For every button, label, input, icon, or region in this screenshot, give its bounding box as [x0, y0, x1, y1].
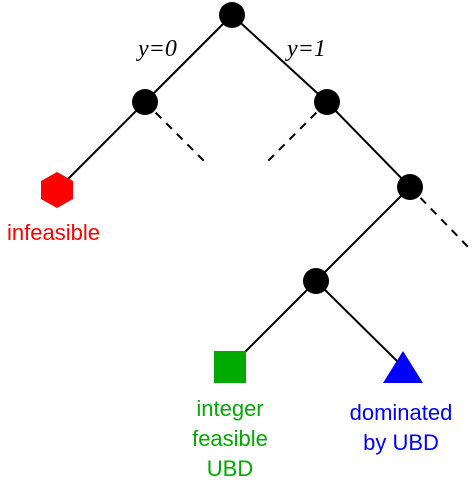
- integer-feasible-label-line-3: UBD: [207, 456, 253, 481]
- integer-feasible-square: [214, 351, 246, 383]
- right-child-node: [397, 174, 423, 200]
- edge-root-left: [144, 14, 233, 103]
- edge-left-unexplored: [144, 101, 209, 166]
- edge-root-right: [231, 14, 328, 103]
- nodes: [132, 2, 423, 294]
- edge-lower-triangle: [315, 280, 404, 368]
- infeasible-hexagon: [41, 172, 73, 208]
- solid-edges: [56, 14, 411, 368]
- lower-node: [303, 268, 329, 294]
- edge-child-unexplored: [409, 186, 472, 251]
- dominated-label: dominated by UBD: [350, 400, 453, 455]
- root-node: [219, 2, 245, 28]
- dominated-label-line-2: by UBD: [363, 430, 439, 455]
- dashed-edges: [144, 101, 472, 251]
- edge-child-lower: [315, 186, 411, 282]
- dominated-label-line-1: dominated: [350, 400, 453, 425]
- right-node: [314, 89, 340, 115]
- left-node: [132, 89, 158, 115]
- integer-feasible-label-line-1: integer: [196, 396, 263, 421]
- edge-left-infeasible: [56, 101, 146, 191]
- edge-label-y0: y=0: [136, 36, 177, 62]
- integer-feasible-label: integer feasible UBD: [192, 396, 268, 481]
- integer-feasible-label-line-2: feasible: [192, 426, 268, 451]
- edge-right-child: [326, 101, 411, 188]
- infeasible-label: infeasible: [7, 220, 100, 245]
- edge-label-y1: y=1: [285, 36, 326, 62]
- dominated-triangle: [383, 351, 423, 383]
